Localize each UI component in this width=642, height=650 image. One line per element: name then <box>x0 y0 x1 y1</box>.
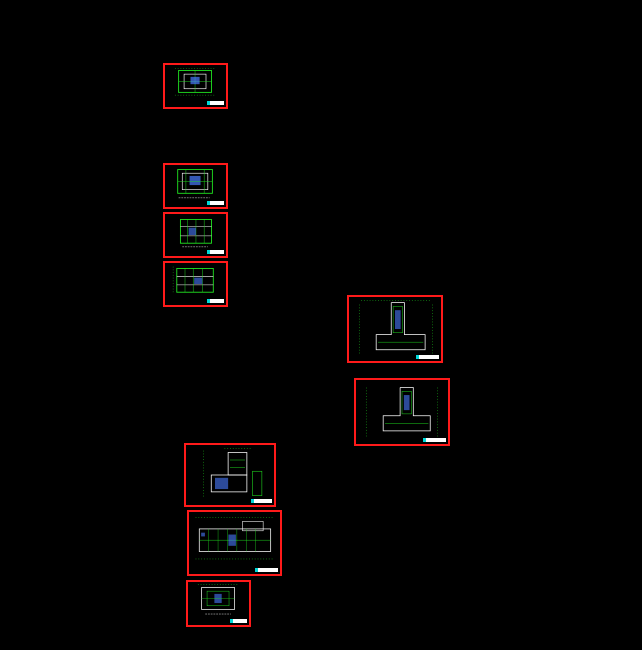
drawing-sheet-3[interactable] <box>163 212 228 258</box>
drawing-sheet-2[interactable] <box>163 163 228 209</box>
drawing-sheet-9[interactable] <box>186 580 251 627</box>
title-block <box>207 299 224 303</box>
title-block <box>423 438 446 442</box>
title-block <box>207 201 224 205</box>
title-block <box>207 250 224 254</box>
floor-plan-5-icon <box>359 300 433 354</box>
title-block <box>255 568 278 572</box>
title-block <box>251 499 272 503</box>
floor-plan-7-icon <box>203 448 263 498</box>
floor-plan-9-icon <box>197 584 239 615</box>
drawing-sheet-5[interactable] <box>347 295 443 363</box>
floor-plan-1-icon <box>174 68 216 96</box>
drawing-sheet-8[interactable] <box>187 510 282 576</box>
drawing-sheet-7[interactable] <box>184 443 276 507</box>
floor-plan-3-icon <box>179 219 212 248</box>
title-block <box>416 355 439 359</box>
drawing-sheet-1[interactable] <box>163 63 228 109</box>
drawing-sheet-4[interactable] <box>163 261 228 307</box>
drawing-sheet-6[interactable] <box>354 378 450 446</box>
floor-plan-4-icon <box>172 266 214 295</box>
floor-plan-6-icon <box>366 387 438 437</box>
title-block <box>207 101 224 105</box>
floor-plan-8-icon <box>195 517 273 560</box>
title-block <box>230 619 247 623</box>
floor-plan-2-icon <box>177 169 213 199</box>
